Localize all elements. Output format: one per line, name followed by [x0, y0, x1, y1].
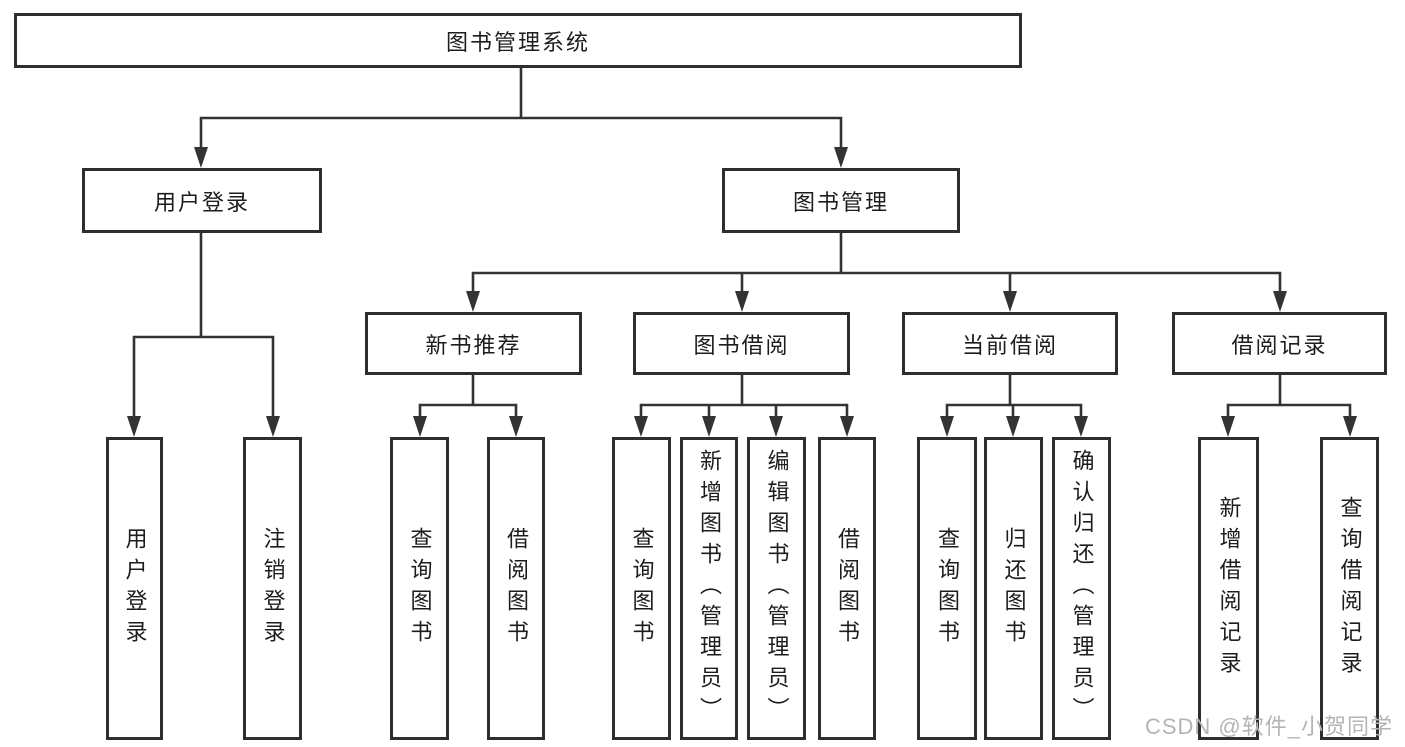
csdn-watermark: CSDN @软件_小贺同学	[1144, 714, 1393, 739]
node-borrow-record: 借阅记录	[1172, 312, 1387, 375]
leaf-current-query-book: 查询图书	[917, 437, 977, 740]
node-current-borrow: 当前借阅	[902, 312, 1118, 375]
leaf-borrow-query-book: 查询图书	[612, 437, 671, 740]
leaf-logout: 注销登录	[243, 437, 302, 740]
leaf-user-login: 用户登录	[106, 437, 163, 740]
leaf-record-add: 新增借阅记录	[1198, 437, 1259, 740]
connector-path	[132, 64, 1352, 421]
leaf-record-query: 查询借阅记录	[1320, 437, 1379, 740]
node-book-borrow: 图书借阅	[633, 312, 850, 375]
leaf-newbook-query-book: 查询图书	[390, 437, 449, 740]
node-book-management: 图书管理	[722, 168, 960, 233]
node-root: 图书管理系统	[14, 13, 1022, 68]
leaf-borrow-edit-book-admin: 编辑图书（管理员）	[747, 437, 806, 740]
node-new-book-recommend: 新书推荐	[365, 312, 582, 375]
leaf-current-confirm-return-admin: 确认归还（管理员）	[1052, 437, 1111, 740]
connector-arrowheads	[127, 147, 1357, 437]
leaf-newbook-borrow-book: 借阅图书	[487, 437, 545, 740]
leaf-borrow-borrow-book: 借阅图书	[818, 437, 876, 740]
leaf-borrow-add-book-admin: 新增图书（管理员）	[680, 437, 738, 740]
leaf-current-return-book: 归还图书	[984, 437, 1043, 740]
node-user-login: 用户登录	[82, 168, 322, 233]
